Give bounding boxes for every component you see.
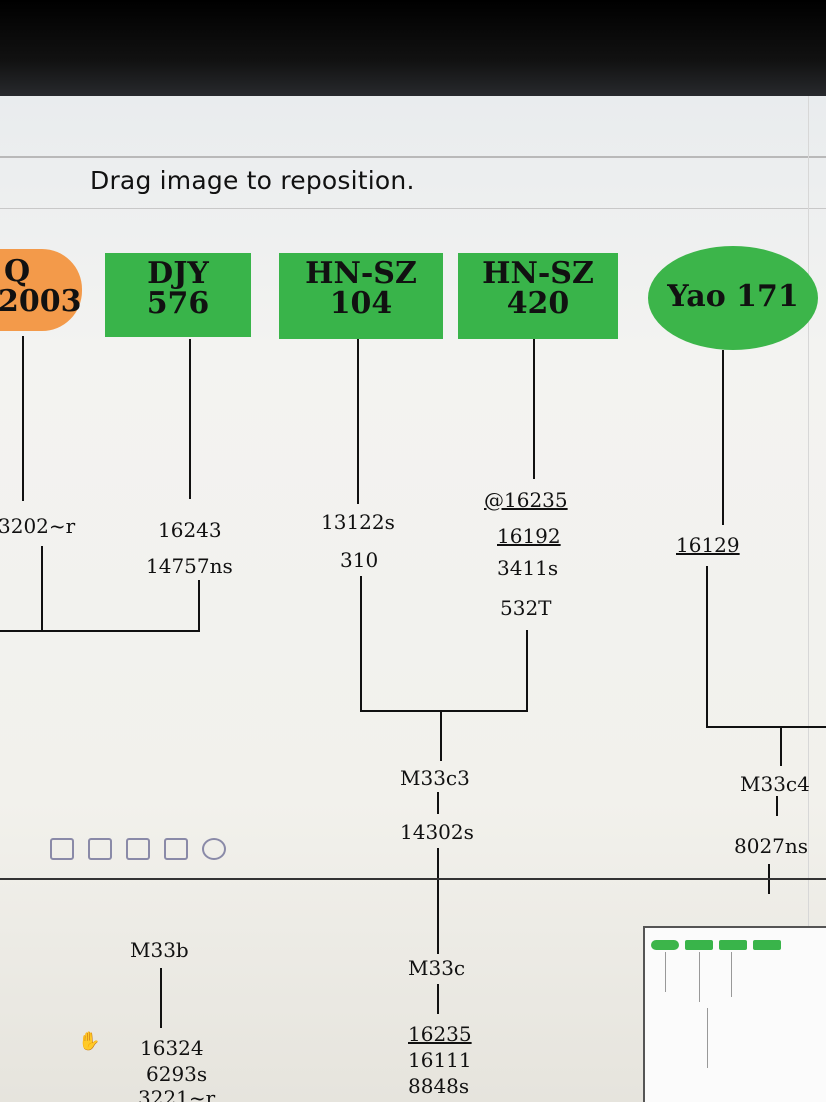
thumbnail-edge [665,952,666,992]
tree-edge [780,726,782,766]
haplogroup-label: M33c [408,956,466,980]
mutation-label: 16235 [408,1022,472,1046]
divider [0,878,826,880]
mutation-label: 16129 [676,533,740,557]
tree-edge [437,792,439,814]
image-edit-icon[interactable] [50,838,74,860]
node-hn-sz-420[interactable]: HN-SZ 420 [458,253,618,339]
node-label: HN-SZ [305,256,417,291]
thumbnail-node [753,940,781,950]
settings-icon[interactable] [202,838,226,860]
node-label: 2003 [0,284,82,319]
thumbnail-node [685,940,713,950]
image-toolbar [50,838,226,860]
mutation-label: 16243 [158,518,222,542]
node-hn-sz-104[interactable]: HN-SZ 104 [279,253,443,339]
mutation-label: 3221~r [138,1086,216,1102]
node-label: 576 [146,286,210,321]
reposition-hint: Drag image to reposition. [90,166,415,195]
tree-edge [437,984,439,1014]
node-label: Q [4,254,31,289]
tree-edge [533,339,535,479]
mutation-label: 3202~r [0,514,76,538]
mutation-label: 14302s [400,820,474,844]
image-thumbnail[interactable] [643,926,826,1102]
mutation-label: @16235 [484,488,568,512]
tree-edge [722,350,724,525]
tree-edge [526,630,528,712]
tree-edge [357,339,359,504]
tree-edge [160,968,162,1028]
tree-edge [189,339,191,499]
thumbnail-edge [707,1008,708,1068]
thumbnail-edge [731,952,732,997]
node-yao-171[interactable]: Yao 171 [648,246,818,350]
tree-edge [706,566,708,726]
mutation-label: 8848s [408,1074,470,1098]
tree-edge [776,796,778,816]
thumbnail-node [719,940,747,950]
node-djy[interactable]: DJY 576 [105,253,251,337]
divider [0,208,826,209]
mutation-label: 3411s [497,556,559,580]
crop-icon[interactable] [126,838,150,860]
haplogroup-label: M33c3 [400,766,470,790]
tree-edge [706,726,826,728]
tree-edge [41,546,43,631]
tree-edge [198,580,200,632]
mutation-label: 532T [500,596,552,620]
mutation-label: 13122s [321,510,395,534]
picture-icon[interactable] [164,838,188,860]
panel-separator [808,96,809,1102]
node-label: 104 [329,286,393,321]
node-label: HN-SZ [482,256,594,291]
mutation-label: 16324 [140,1036,204,1060]
thumbnail-edge [699,952,700,1002]
tree-edge [437,848,439,954]
mutation-label: 14757ns [146,554,233,578]
tree-edge [0,630,200,632]
mutation-label: 6293s [146,1062,208,1086]
node-label: 420 [506,286,570,321]
divider [0,156,826,158]
mutation-label: 16192 [497,524,561,548]
tree-edge [440,711,442,761]
mutation-label: 16111 [408,1048,472,1072]
mutation-label: 310 [340,548,379,572]
monitor-bezel [0,0,826,100]
thumbnail-node [651,940,679,950]
tree-edge [360,710,528,712]
screen[interactable]: Drag image to reposition. Q 2003 DJY 576… [0,96,826,1102]
node-q[interactable]: Q 2003 [0,249,82,331]
mutation-label: 8027ns [734,834,809,858]
tree-edge [360,576,362,711]
hand-cursor-icon: ✋ [78,1031,101,1052]
node-label: DJY [147,256,209,291]
save-icon[interactable] [88,838,112,860]
tree-edge [22,336,24,501]
haplogroup-label: M33c4 [740,772,810,796]
haplogroup-label: M33b [130,938,189,962]
node-label: Yao 171 [667,279,799,314]
